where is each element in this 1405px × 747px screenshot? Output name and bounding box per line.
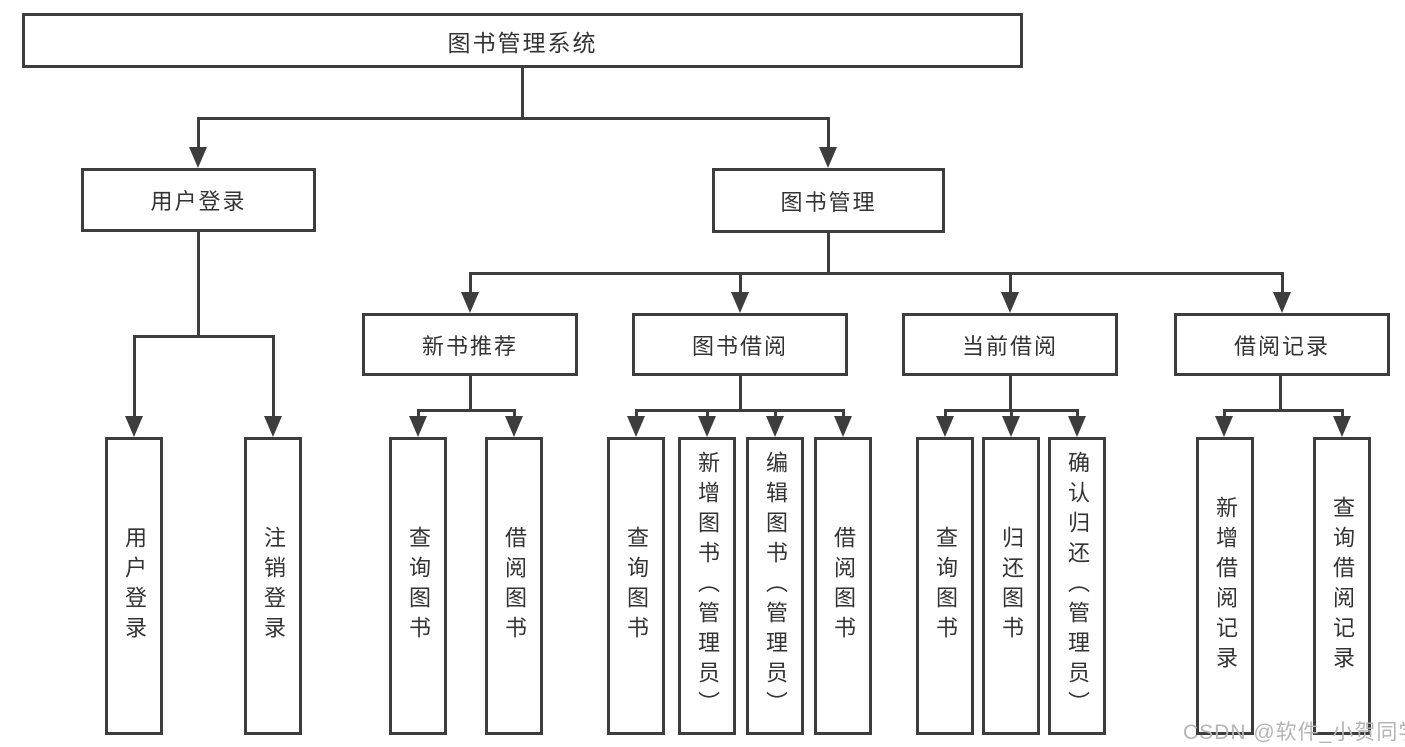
connector-line — [521, 68, 524, 117]
connector-line — [1223, 409, 1344, 412]
node-leaf-query-books-current: 查询图书 — [916, 437, 974, 735]
node-current-borrowing: 当前借阅 — [902, 313, 1118, 376]
arrow-down-icon — [1001, 292, 1019, 313]
arrow-down-icon — [766, 416, 784, 437]
arrow-down-icon — [698, 416, 716, 437]
node-leaf-confirm-return-admin: 确认归还（管理员） — [1048, 437, 1106, 735]
leaf-label: 查询图书 — [624, 526, 649, 646]
connector-line — [197, 232, 200, 335]
node-current-borrowing-label: 当前借阅 — [961, 333, 1058, 359]
connector-line — [197, 117, 200, 152]
node-leaf-user-login: 用户登录 — [105, 437, 163, 735]
csdn-watermark: CSDN @软件_小贺同学 — [1183, 721, 1405, 744]
node-leaf-logout: 注销登录 — [244, 437, 302, 735]
arrow-down-icon — [936, 416, 954, 437]
leaf-label: 借阅图书 — [502, 526, 527, 646]
connector-line — [469, 376, 472, 410]
arrow-down-icon — [1002, 416, 1020, 437]
leaf-label: 新增图书（管理员） — [695, 451, 720, 721]
node-leaf-return-books: 归还图书 — [982, 437, 1040, 735]
connector-line — [272, 335, 275, 421]
node-new-book-recommend: 新书推荐 — [362, 313, 578, 376]
node-user-login-label: 用户登录 — [150, 189, 247, 214]
connector-line — [739, 272, 742, 297]
node-user-login: 用户登录 — [81, 168, 316, 232]
arrow-down-icon — [1273, 292, 1291, 313]
connector-line — [827, 117, 830, 152]
node-leaf-query-books-borrow: 查询图书 — [607, 437, 665, 735]
connector-line — [133, 335, 136, 421]
leaf-label: 编辑图书（管理员） — [763, 451, 788, 721]
arrow-down-icon — [1068, 416, 1086, 437]
node-leaf-edit-books-admin: 编辑图书（管理员） — [746, 437, 804, 735]
arrow-down-icon — [819, 147, 837, 168]
arrow-down-icon — [834, 416, 852, 437]
arrow-down-icon — [461, 292, 479, 313]
node-book-management-label: 图书管理 — [780, 189, 877, 215]
arrow-down-icon — [264, 416, 282, 437]
connector-line — [133, 335, 275, 338]
node-borrow-records: 借阅记录 — [1174, 313, 1390, 376]
connector-line — [469, 272, 472, 297]
connector-line — [635, 409, 845, 412]
connector-line — [827, 233, 830, 272]
node-leaf-borrow-books: 借阅图书 — [814, 437, 872, 735]
node-book-borrowing-label: 图书借阅 — [691, 333, 788, 359]
node-root-label: 图书管理系统 — [447, 29, 598, 56]
connector-line — [197, 117, 830, 120]
connector-line — [739, 376, 742, 410]
node-leaf-borrow-books-recommend: 借阅图书 — [485, 437, 543, 735]
connector-line — [417, 409, 516, 412]
connector-line — [1009, 272, 1012, 297]
arrow-down-icon — [125, 416, 143, 437]
leaf-label: 查询图书 — [933, 526, 958, 646]
arrow-down-icon — [189, 147, 207, 168]
leaf-label: 新增借阅记录 — [1213, 496, 1238, 676]
leaf-label: 用户登录 — [122, 526, 147, 646]
arrow-down-icon — [409, 416, 427, 437]
node-book-borrowing: 图书借阅 — [632, 313, 848, 376]
leaf-label: 借阅图书 — [831, 526, 856, 646]
leaf-label: 归还图书 — [999, 526, 1024, 646]
leaf-label: 查询图书 — [406, 526, 431, 646]
node-book-management: 图书管理 — [712, 168, 945, 233]
arrow-down-icon — [1215, 416, 1233, 437]
connector-line — [1281, 272, 1284, 297]
leaf-label: 注销登录 — [261, 526, 286, 646]
node-new-book-recommend-label: 新书推荐 — [421, 333, 518, 359]
leaf-label: 查询借阅记录 — [1330, 496, 1355, 676]
node-leaf-query-borrow-record: 查询借阅记录 — [1313, 437, 1371, 735]
arrow-down-icon — [505, 416, 523, 437]
node-borrow-records-label: 借阅记录 — [1233, 333, 1330, 359]
node-leaf-add-borrow-record: 新增借阅记录 — [1196, 437, 1254, 735]
arrow-down-icon — [1333, 416, 1351, 437]
leaf-label: 确认归还（管理员） — [1065, 451, 1090, 721]
connector-line — [1009, 376, 1012, 410]
node-root: 图书管理系统 — [22, 13, 1023, 68]
arrow-down-icon — [731, 292, 749, 313]
node-leaf-query-books-recommend: 查询图书 — [389, 437, 447, 735]
connector-line — [1279, 376, 1282, 410]
connector-line — [469, 272, 1284, 275]
arrow-down-icon — [627, 416, 645, 437]
node-leaf-add-books-admin: 新增图书（管理员） — [678, 437, 736, 735]
